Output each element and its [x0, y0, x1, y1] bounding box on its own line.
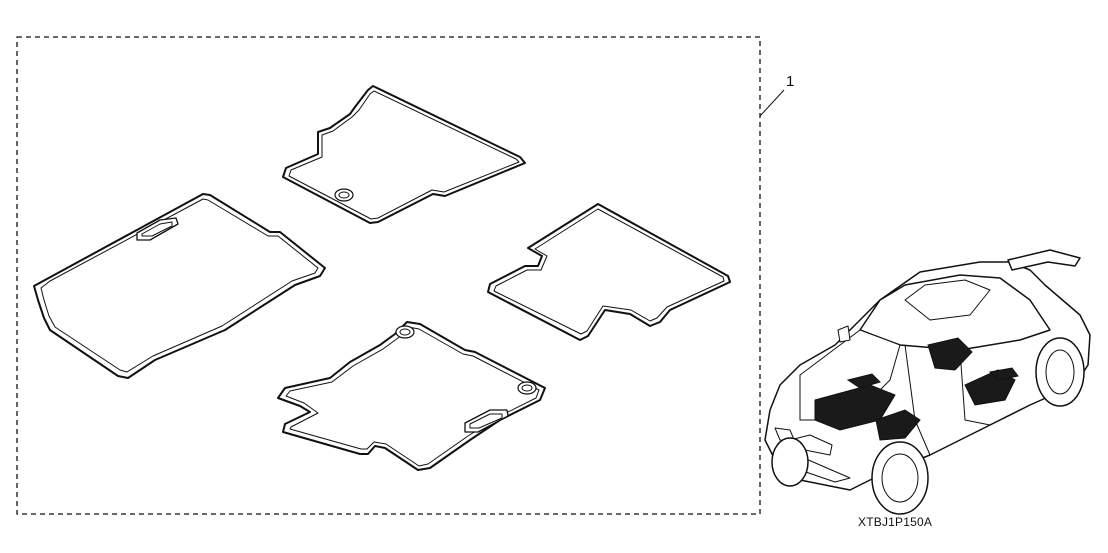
- highlight-rear-left-mat: [927, 337, 973, 371]
- callout-leader-line: [759, 89, 785, 117]
- highlight-passenger-mat: [875, 409, 921, 441]
- callout-number-1: 1: [786, 73, 795, 90]
- part-code-label: XTBJ1P150A: [858, 515, 933, 529]
- floor-mat-large-left: [33, 193, 326, 379]
- wheel-front-left: [771, 437, 809, 487]
- floor-mat-rear-right: [487, 203, 731, 341]
- highlight-driver-heel: [846, 373, 881, 389]
- floor-mat-rear-top: [282, 85, 526, 224]
- vehicle-floor-mat-highlights: [814, 337, 1019, 441]
- kit-boundary-dashed-frame: [16, 36, 761, 515]
- vehicle-locator-car: [764, 249, 1091, 515]
- floor-mat-front-bottom: [277, 321, 546, 471]
